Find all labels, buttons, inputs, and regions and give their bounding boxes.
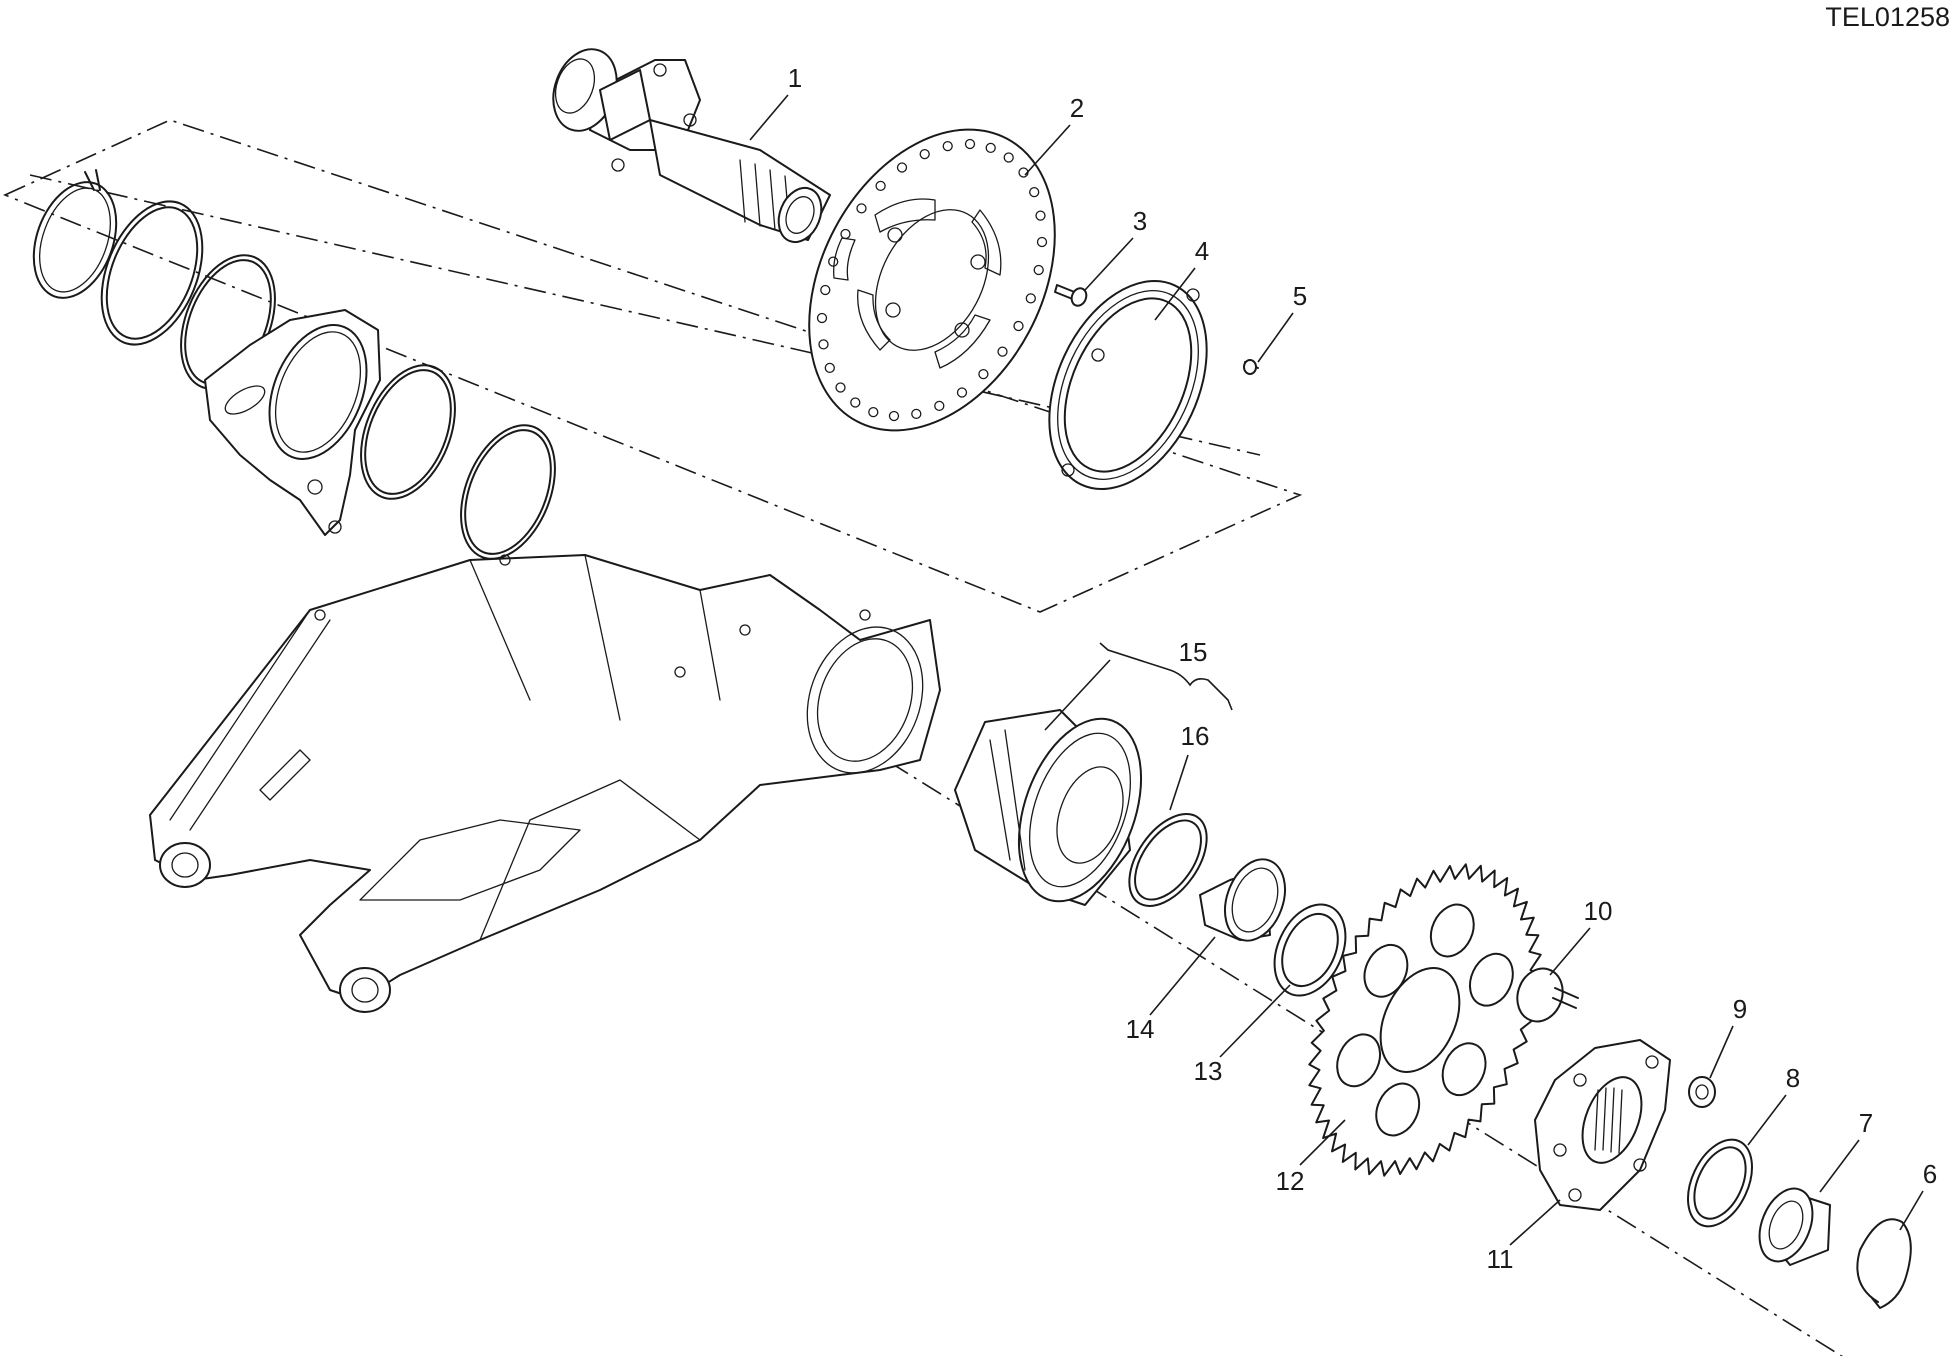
disc-hole <box>1029 186 1040 198</box>
disc-hole <box>828 256 839 267</box>
wheel-shaft <box>552 48 831 244</box>
spacer-bushing <box>1199 858 1286 942</box>
callout-number-2: 2 <box>1070 93 1084 123</box>
callout-leader-14 <box>1149 936 1216 1016</box>
callout-leader-5 <box>1257 312 1294 363</box>
callout-number-9: 9 <box>1733 994 1747 1024</box>
callout-bracket-15 <box>1099 642 1233 711</box>
hub-circlip <box>1856 1218 1912 1309</box>
callout-leader-8 <box>1747 1094 1787 1146</box>
sprocket-flange <box>1534 1039 1671 1211</box>
callout-leader-16 <box>1169 754 1189 811</box>
callout-leader-15 <box>1044 659 1111 731</box>
disc-hole <box>868 406 879 418</box>
callout-number-4: 4 <box>1195 236 1209 266</box>
hub-bearing-ring <box>1128 813 1208 907</box>
disc-hole <box>1033 264 1044 276</box>
flange-washer <box>1687 1138 1753 1228</box>
callout-leader-13 <box>1219 984 1291 1058</box>
sprocket-lightening-hole <box>1468 952 1514 1007</box>
flange-nut <box>1688 1076 1716 1108</box>
hub-ring-nut <box>1758 1187 1831 1266</box>
callout-leader-1 <box>749 94 789 141</box>
disc-hole <box>875 180 886 192</box>
middle-seal-ring <box>360 364 456 500</box>
upper-axis-line <box>29 174 1261 456</box>
callout-number-5: 5 <box>1293 281 1307 311</box>
disc-hole <box>1013 320 1024 332</box>
disc-hole <box>1003 152 1014 163</box>
callout-leader-6 <box>1899 1190 1924 1231</box>
disc-hole <box>818 339 829 350</box>
disc-hole <box>824 362 835 374</box>
callout-number-1: 1 <box>788 63 802 93</box>
disc-hole <box>919 148 930 160</box>
callout-leader-9 <box>1709 1025 1734 1079</box>
rear-sprocket <box>1308 863 1542 1177</box>
disc-hole <box>820 284 831 296</box>
brake-disc <box>808 128 1056 432</box>
left-washer-ring <box>100 200 204 346</box>
disc-hole <box>997 346 1008 357</box>
disc-hole <box>911 408 922 420</box>
disc-hole <box>1025 293 1036 304</box>
callout-number-3: 3 <box>1133 206 1147 236</box>
callout-number-14: 14 <box>1126 1014 1155 1044</box>
sprocket-lightening-hole <box>1363 943 1409 998</box>
disc-hole <box>956 387 968 398</box>
disc-hole <box>835 382 846 393</box>
disc-screw <box>1054 284 1088 307</box>
eccentric-hub <box>954 709 1143 906</box>
callout-leader-12 <box>1299 1119 1346 1166</box>
disc-hole <box>850 397 861 408</box>
callout-number-7: 7 <box>1859 1108 1873 1138</box>
disc-hole <box>856 203 867 214</box>
callout-number-6: 6 <box>1923 1159 1937 1189</box>
callout-number-13: 13 <box>1194 1056 1223 1086</box>
callout-leader-2 <box>1024 124 1071 176</box>
tone-ring-screw <box>1243 359 1259 375</box>
callout-leader-7 <box>1819 1139 1860 1193</box>
disc-hole <box>816 312 828 324</box>
abs-tone-ring <box>1048 280 1208 490</box>
disc-hole <box>964 138 976 150</box>
sprocket-lightening-hole <box>1441 1042 1487 1097</box>
callout-number-10: 10 <box>1584 896 1613 926</box>
callout-number-8: 8 <box>1786 1063 1800 1093</box>
callout-number-12: 12 <box>1276 1166 1305 1196</box>
disc-hole <box>896 162 908 173</box>
callout-number-15: 15 <box>1179 637 1208 667</box>
sprocket-washer <box>1273 903 1347 997</box>
swingarm <box>149 554 941 1013</box>
sprocket-stud <box>1516 967 1579 1023</box>
callout-leader-11 <box>1509 1199 1561 1246</box>
disc-hole <box>942 140 953 152</box>
drawing-code: TEL01258 <box>1825 2 1950 32</box>
right-seal-ring <box>460 424 556 560</box>
disc-hole <box>888 410 900 422</box>
callout-number-11: 11 <box>1487 1244 1514 1274</box>
disc-hole <box>985 142 996 154</box>
sprocket-lightening-hole <box>1336 1033 1382 1088</box>
sprocket-lightening-hole <box>1375 1082 1421 1137</box>
callout-leader-3 <box>1084 237 1134 291</box>
disc-hole <box>978 368 989 380</box>
left-circlip <box>32 169 118 299</box>
sprocket-lightening-hole <box>1429 903 1475 958</box>
bearing-carrier-plate <box>204 309 381 536</box>
disc-hole <box>1035 210 1046 221</box>
callout-leader-4 <box>1154 267 1196 321</box>
callout-leader-10 <box>1549 927 1591 976</box>
callout-number-16: 16 <box>1181 721 1210 751</box>
disc-hole <box>934 400 945 412</box>
assembly-envelope-outline <box>2 119 1303 613</box>
disc-hole <box>1036 236 1048 248</box>
